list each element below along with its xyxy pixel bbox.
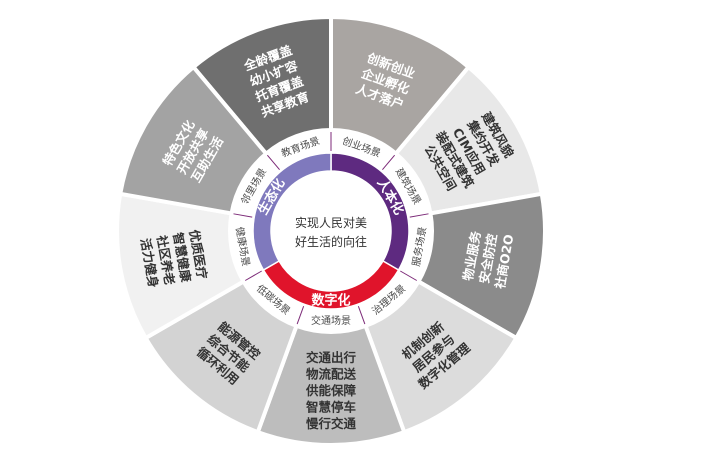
label-divider	[357, 306, 366, 325]
scene-item: 交通出行	[306, 350, 357, 365]
label-divider	[296, 306, 305, 325]
scene-item: 物流配送	[306, 367, 357, 382]
label-divider	[266, 154, 280, 171]
center-disc	[271, 171, 391, 291]
core-label-digital: 数字化	[311, 293, 350, 309]
scene-item: 供能保障	[305, 383, 357, 398]
label-divider	[400, 270, 417, 281]
label-divider	[245, 270, 262, 281]
scene-item: 智慧停车	[305, 400, 357, 415]
outer-scene-ring: 全龄覆盖幼小扩容托育覆盖共享教育创新创业企业孵化人才落户建筑风貌集约开发CIM应…	[115, 14, 547, 447]
scene-label-traffic: 交通场景	[311, 314, 351, 327]
center-line-2: 好生活的向往	[295, 234, 367, 249]
label-divider	[409, 213, 429, 218]
center-goal: 实现人民对美 好生活的向往	[271, 171, 391, 291]
label-divider	[382, 154, 396, 171]
center-line-1: 实现人民对美	[295, 215, 367, 230]
label-divider	[233, 213, 253, 218]
scene-item: 慢行交通	[306, 416, 357, 431]
